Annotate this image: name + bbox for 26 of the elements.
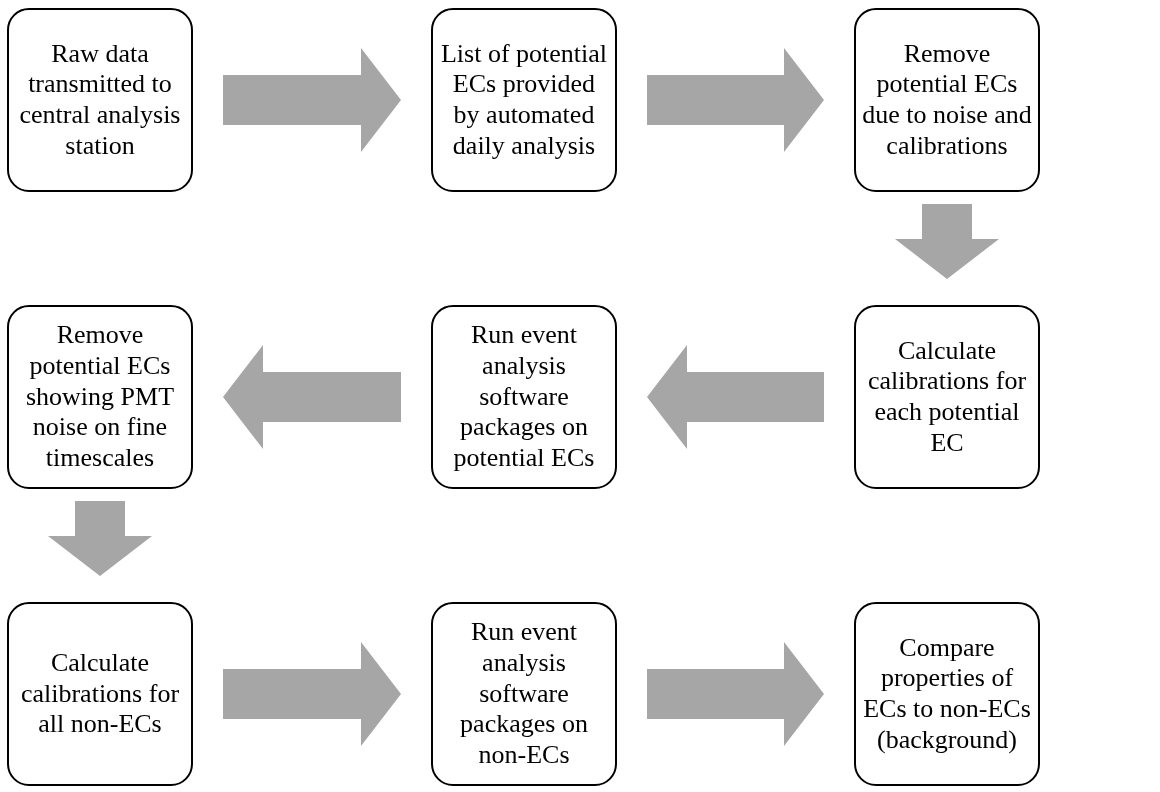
block-arrow bbox=[223, 48, 401, 152]
step-text: Remove potential ECs due to noise and calibrations bbox=[862, 38, 1032, 162]
step-text: Calculate calibrations for all non-ECs bbox=[19, 648, 181, 740]
step-text: Compare properties of ECs to non-ECs (background) bbox=[862, 632, 1032, 756]
process-box bbox=[854, 8, 1040, 192]
step-text: Remove potential ECs showing PMT noise on fine timescales bbox=[24, 320, 176, 474]
block-arrow bbox=[647, 48, 824, 152]
process-box bbox=[431, 305, 617, 489]
block-arrow bbox=[223, 345, 401, 449]
block-arrow bbox=[895, 204, 999, 279]
step-text: Run event analysis software packages on potential ECs bbox=[452, 320, 596, 474]
process-box bbox=[7, 8, 193, 192]
block-arrow bbox=[647, 642, 824, 746]
step-text: Raw data transmitted to central analysis station bbox=[18, 38, 182, 162]
block-arrow bbox=[647, 345, 824, 449]
block-arrow bbox=[48, 501, 152, 576]
process-box bbox=[854, 602, 1040, 786]
process-box bbox=[7, 305, 193, 489]
step-text: Run event analysis software packages on non-ECs bbox=[459, 617, 589, 771]
process-box bbox=[7, 602, 193, 786]
step-text: List of potential ECs provided by automated daily analysis bbox=[439, 38, 609, 162]
process-box bbox=[431, 8, 617, 192]
process-box bbox=[854, 305, 1040, 489]
step-text: Calculate calibrations for each potential EC bbox=[866, 335, 1028, 459]
block-arrow bbox=[223, 642, 401, 746]
process-box bbox=[431, 602, 617, 786]
